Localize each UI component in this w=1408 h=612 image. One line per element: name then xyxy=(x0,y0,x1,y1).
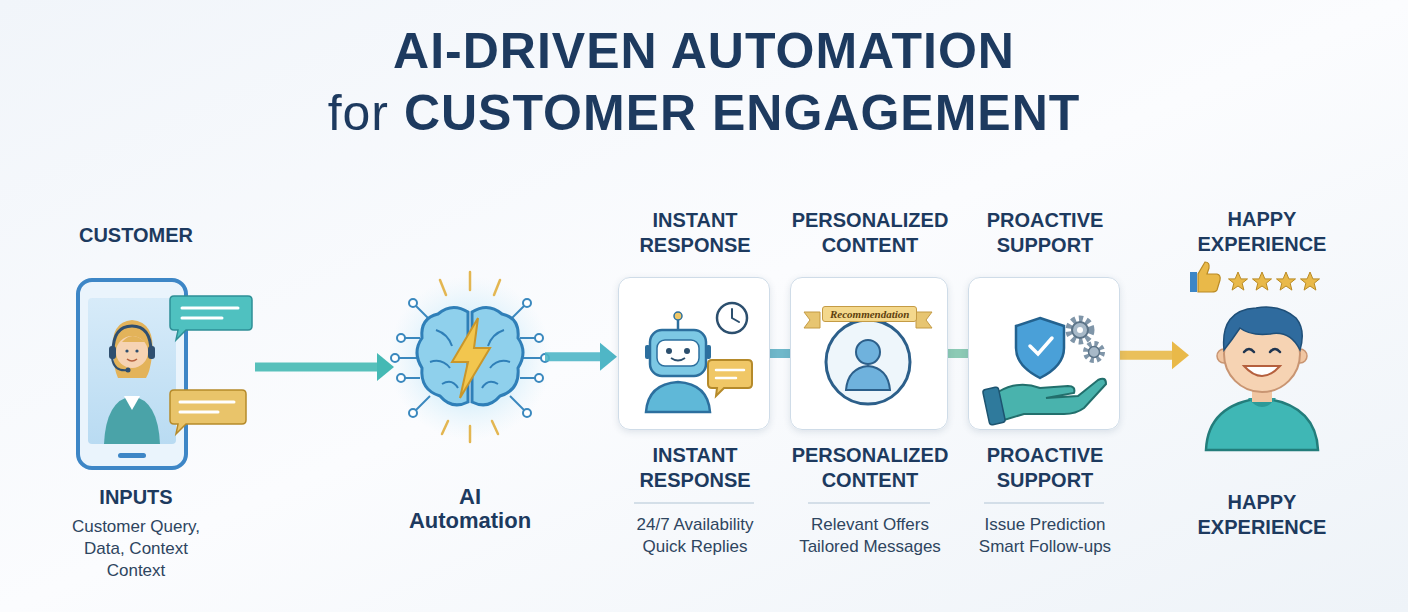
result-label: HAPPY EXPERIENCE xyxy=(1176,490,1348,540)
title-line: CUSTOMER ENGAGEMENT xyxy=(404,85,1080,141)
feature-card: INSTANT RESPONSEINSTANT RESPONSE24/7 Ava… xyxy=(618,277,770,430)
step-heading: PERSONALIZED CONTENT xyxy=(784,208,956,258)
clock-icon xyxy=(717,303,747,333)
title-line: AI-DRIVEN AUTOMATION xyxy=(393,23,1015,79)
card-fills xyxy=(618,277,1120,430)
ai-brain-icon xyxy=(388,272,552,442)
title-word: for xyxy=(328,85,389,141)
step-title: INSTANT RESPONSE xyxy=(609,443,781,493)
arrow-head xyxy=(600,343,617,371)
node-label: AI Automation xyxy=(405,485,535,533)
arrow-head xyxy=(1172,341,1189,369)
step-description: Relevant Offers Tailored Messages xyxy=(790,514,950,558)
column-heading: HAPPY EXPERIENCE xyxy=(1176,207,1348,257)
feature-card: PROACTIVE SUPPORTPROACTIVE SUPPORTIssue … xyxy=(968,277,1120,430)
flow-arrow xyxy=(770,353,790,354)
arrow-shaft xyxy=(770,349,790,358)
step-description: Issue Prediction Smart Follow-ups xyxy=(965,514,1125,558)
arrow-shaft xyxy=(545,352,602,361)
flow-arrow xyxy=(948,353,968,354)
arrow-shaft xyxy=(1120,351,1174,360)
ribbon-label: Recommendation xyxy=(822,306,917,322)
chat-bubble-icon xyxy=(708,360,752,396)
flow-arrow xyxy=(545,343,617,371)
step-title: PROACTIVE SUPPORT xyxy=(959,443,1131,493)
personalized-icon xyxy=(804,312,932,404)
flow-arrow xyxy=(1120,341,1189,369)
chat-bubbles xyxy=(170,296,252,434)
feature-card: PERSONALIZED CONTENTRecommendationPERSON… xyxy=(790,277,948,430)
arrow-shaft xyxy=(255,363,379,372)
step-heading: INSTANT RESPONSE xyxy=(609,208,781,258)
step-description: 24/7 Availability Quick Replies xyxy=(615,514,775,558)
flow-arrow xyxy=(255,353,394,381)
customer-phone: CUSTOMERINPUTSCustomer Query, Data, Cont… xyxy=(75,278,255,470)
arrow-head xyxy=(377,353,394,381)
robot-icon xyxy=(645,312,711,412)
card-dividers xyxy=(634,502,1104,504)
ai-brain: AI Automation xyxy=(395,285,545,435)
proactive-support-icon xyxy=(982,318,1106,425)
inputs-heading: INPUTS xyxy=(76,485,196,510)
diagram-title: AI-DRIVEN AUTOMATION for CUSTOMER ENGAGE… xyxy=(0,20,1408,144)
step-heading: PROACTIVE SUPPORT xyxy=(959,208,1131,258)
happy-person-icon xyxy=(1206,307,1318,450)
column-heading: CUSTOMER xyxy=(61,223,211,248)
step-title: PERSONALIZED CONTENT xyxy=(784,443,956,493)
inputs-description: Customer Query, Data, Context Context xyxy=(61,516,211,582)
rating-icons xyxy=(1190,262,1320,292)
happy-customer: HAPPY EXPERIENCEHAPPY EXPERIENCE xyxy=(1190,262,1335,452)
arrow-shaft xyxy=(948,349,968,358)
